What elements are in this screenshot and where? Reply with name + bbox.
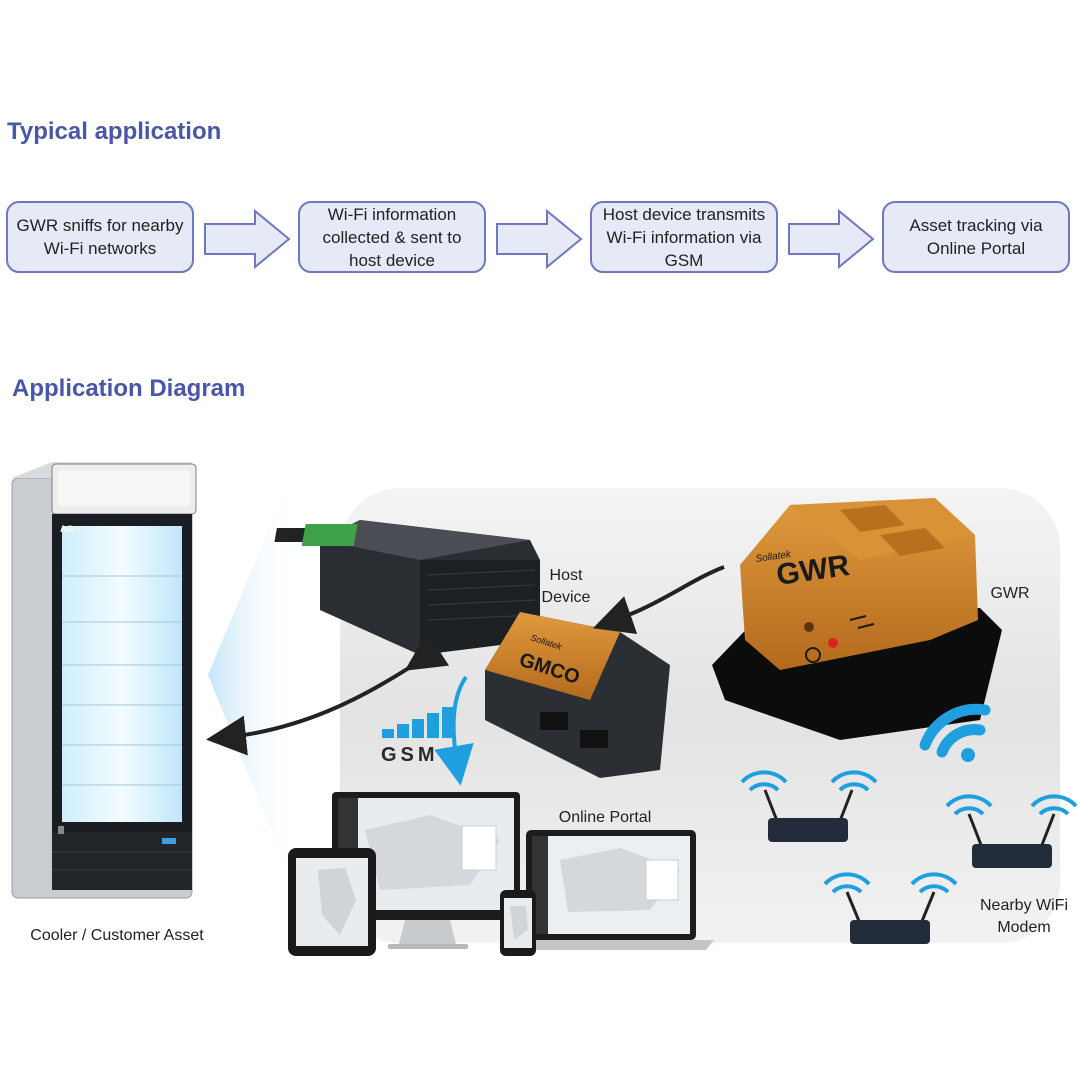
- wifi-large-icon: [919, 703, 991, 762]
- flow-step-1: GWR sniffs for nearby Wi-Fi networks: [6, 201, 194, 273]
- flow-step-1-text: GWR sniffs for nearby Wi-Fi networks: [16, 216, 184, 258]
- gwr-brand-text: Sollatek: [755, 549, 793, 565]
- host-cooler-arrow: [206, 632, 450, 756]
- gmco-module-illustration: GMCO Sollatek: [485, 612, 670, 778]
- flow-step-3: Host device transmits Wi-Fi information …: [590, 201, 778, 273]
- flow-step-4-text: Asset tracking via Online Portal: [909, 216, 1043, 258]
- gwr-label: GWR: [990, 585, 1030, 602]
- flow-arrow-2-icon: [496, 208, 583, 270]
- gsm-signal-icon: GSM: [381, 707, 454, 766]
- flow-step-2-text: Wi-Fi information collected & sent to ho…: [322, 204, 462, 270]
- cooler-brand-text: AG: [60, 524, 74, 534]
- flow-step-4: Asset tracking via Online Portal: [882, 201, 1070, 273]
- router-2-icon: [945, 794, 1078, 868]
- application-diagram: AG GMCO Sollatek GWR Sollatek: [11, 455, 1078, 956]
- application-diagram-heading: Application Diagram: [12, 375, 246, 402]
- gwr-to-host-arrow: [592, 565, 725, 635]
- cooler-label: Cooler / Customer Asset: [30, 927, 204, 944]
- flow-step-2: Wi-Fi information collected & sent to ho…: [298, 201, 486, 273]
- router-1-icon: [740, 770, 878, 842]
- beam-shape: [208, 455, 300, 900]
- nearby-wifi-modem-label: Nearby WiFi Modem: [979, 897, 1068, 936]
- gwr-device-illustration: GWR Sollatek: [712, 498, 1002, 740]
- flow-arrow-1-icon: [204, 208, 291, 270]
- flow-arrow-3-icon: [788, 208, 875, 270]
- host-device-label: Host Device: [541, 567, 591, 606]
- host-device-illustration: [274, 520, 540, 655]
- router-3-icon: [823, 872, 958, 944]
- online-portal-label: Online Portal: [558, 809, 652, 826]
- typical-application-heading: Typical application: [7, 118, 222, 145]
- cooler-illustration: AG: [11, 462, 197, 899]
- gsm-text: GSM: [381, 744, 439, 766]
- portal-devices-illustration: [288, 792, 714, 956]
- flow-step-3-text: Host device transmits Wi-Fi information …: [602, 204, 766, 270]
